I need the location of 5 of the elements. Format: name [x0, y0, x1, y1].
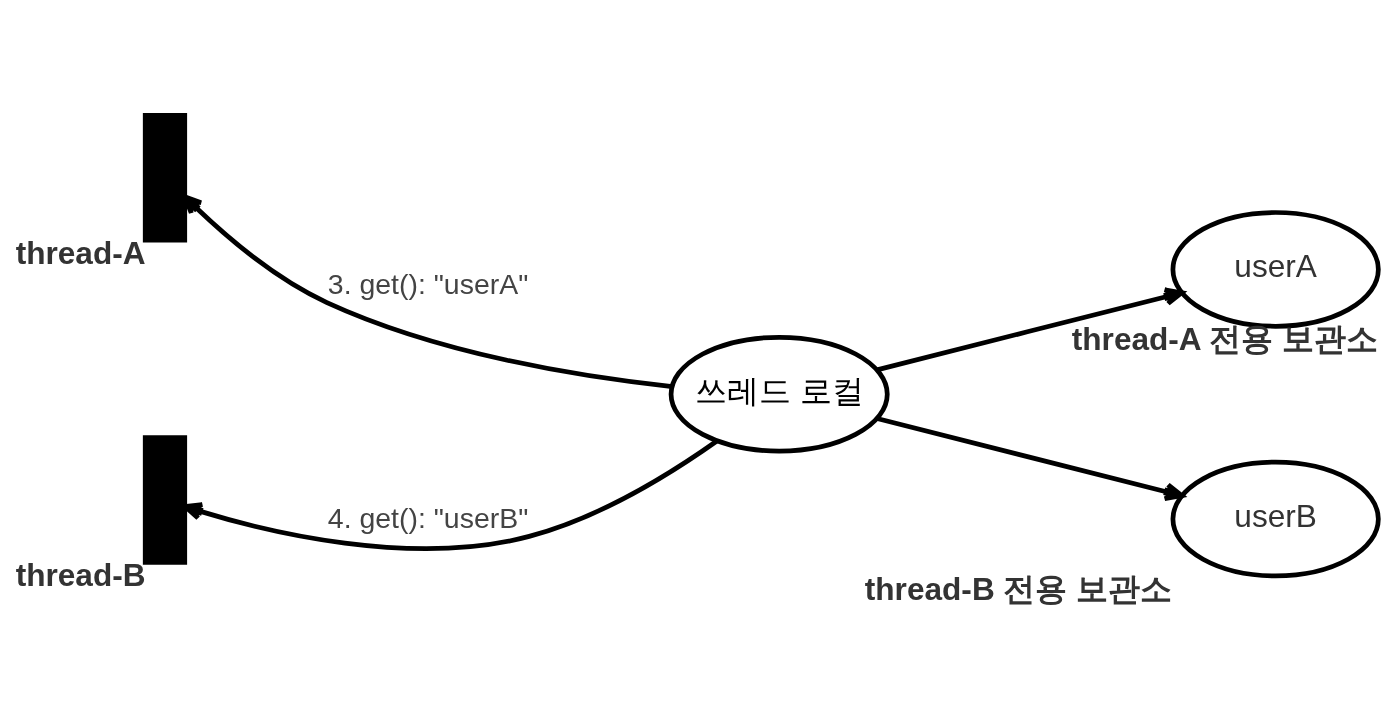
node-label: thread-B	[15, 557, 146, 594]
edge-label: 4. get(): "userB"	[327, 501, 529, 534]
node-label: thread-B 전용 보관소	[864, 570, 1173, 607]
edge-label: 3. get(): "userA"	[327, 267, 529, 300]
node-label: thread-A	[15, 234, 146, 271]
